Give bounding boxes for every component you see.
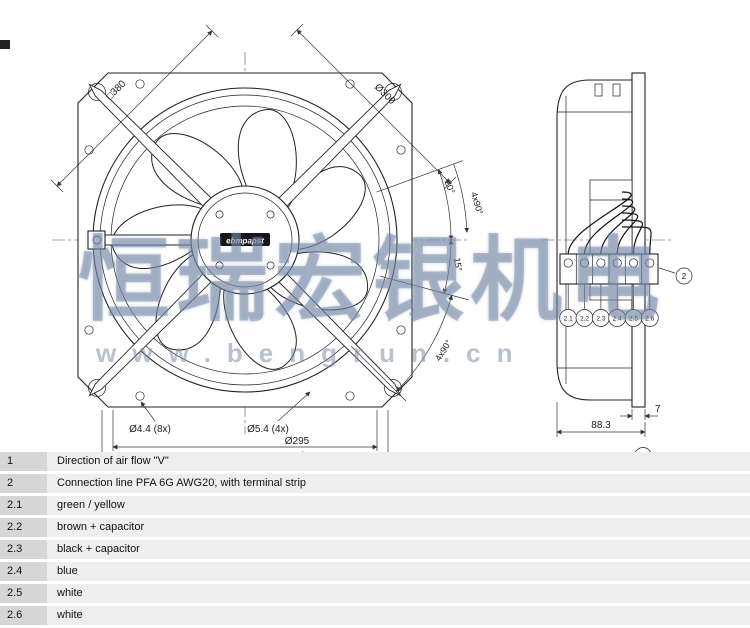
connection-wires xyxy=(567,191,652,255)
terminal-callout-5: 2.5 xyxy=(629,316,638,323)
terminal-callout-6: 2.6 xyxy=(645,316,654,323)
legend-row-description: brown + capacitor xyxy=(47,518,750,537)
dim-angle-90-bottom-label: 4x90° xyxy=(433,338,454,363)
callout-2-label: 2 xyxy=(682,272,687,281)
terminal-callout-3: 2.3 xyxy=(596,316,605,323)
legend-row-number: 2.2 xyxy=(0,518,47,537)
dim-holes-large-label: Ø5.4 (4x) xyxy=(247,424,289,435)
dim-angle-90-top-label: 4x90° xyxy=(469,191,485,216)
legend-row-description: white xyxy=(47,606,750,625)
legend-row: 1 Direction of air flow "V" xyxy=(0,452,750,471)
airflow-direction: 1 xyxy=(635,447,651,452)
dim-holes-small-label: Ø4.4 (8x) xyxy=(129,424,171,435)
legend-row-number: 2.4 xyxy=(0,562,47,581)
motor-hub: ebmpapst xyxy=(190,185,300,295)
side-view: 2.1 2.2 2.3 2.4 2.5 2.6 2 xyxy=(542,72,693,452)
hub-logo-text: ebmpapst xyxy=(226,237,264,246)
dim-angle-15-label: 15° xyxy=(452,257,464,273)
legend-row-description: Connection line PFA 6G AWG20, with termi… xyxy=(47,474,750,493)
legend-row-number: 1 xyxy=(0,452,47,471)
legend-row-description: green / yellow xyxy=(47,496,750,515)
dim-venturi-label: Ø295 xyxy=(285,436,310,447)
dim-depth: 88.3 xyxy=(556,402,646,437)
front-view: ebmpapst □380 Ø300 xyxy=(50,23,485,452)
side-screw-1 xyxy=(594,83,603,97)
legend-row-number: 2 xyxy=(0,474,47,493)
side-housing xyxy=(556,79,632,401)
side-plate xyxy=(631,72,646,408)
terminal-callout-2: 2.2 xyxy=(580,316,589,323)
page-mark xyxy=(0,40,10,49)
legend-row-number: 2.6 xyxy=(0,606,47,625)
legend-row: 2.5 white xyxy=(0,584,750,603)
bottom-dimensions: Ø4.4 (8x) Ø5.4 (4x) Ø295 Ø320 xyxy=(101,391,389,452)
terminal-callout-1: 2.1 xyxy=(564,316,573,323)
legend-row: 2.2 brown + capacitor xyxy=(0,518,750,537)
legend-row-description: Direction of air flow "V" xyxy=(47,452,750,471)
fan-technical-drawing: ebmpapst □380 Ø300 xyxy=(50,23,693,452)
legend-row: 2 Connection line PFA 6G AWG20, with ter… xyxy=(0,474,750,493)
legend-row: 2.6 white xyxy=(0,606,750,625)
dim-plate-thickness: 7 xyxy=(620,404,661,420)
legend-row: 2.4 blue xyxy=(0,562,750,581)
legend-row: 2.1 green / yellow xyxy=(0,496,750,515)
cable-arm xyxy=(87,230,216,250)
legend-row: 2.3 black + capacitor xyxy=(0,540,750,559)
legend-row-number: 2.3 xyxy=(0,540,47,559)
dim-angle-20-label: 20° xyxy=(443,179,457,196)
terminal-callouts: 2.1 2.2 2.3 2.4 2.5 2.6 xyxy=(559,309,659,327)
legend-row-description: blue xyxy=(47,562,750,581)
legend-row-number: 2.1 xyxy=(0,496,47,515)
dim-thickness-label: 7 xyxy=(655,404,661,415)
terminal-strip xyxy=(559,253,659,309)
legend-row-number: 2.5 xyxy=(0,584,47,603)
legend-row-description: white xyxy=(47,584,750,603)
legend-table: 1 Direction of air flow "V" 2 Connection… xyxy=(0,452,750,628)
legend-row-description: black + capacitor xyxy=(47,540,750,559)
callout-terminal-strip: 2 xyxy=(658,267,693,285)
terminal-callout-4: 2.4 xyxy=(613,316,622,323)
hub-logo-plate xyxy=(220,233,270,246)
dim-bolt-circle-label: Ø320 xyxy=(296,451,321,452)
dim-depth-label: 88.3 xyxy=(591,420,611,431)
side-screw-2 xyxy=(612,83,621,97)
